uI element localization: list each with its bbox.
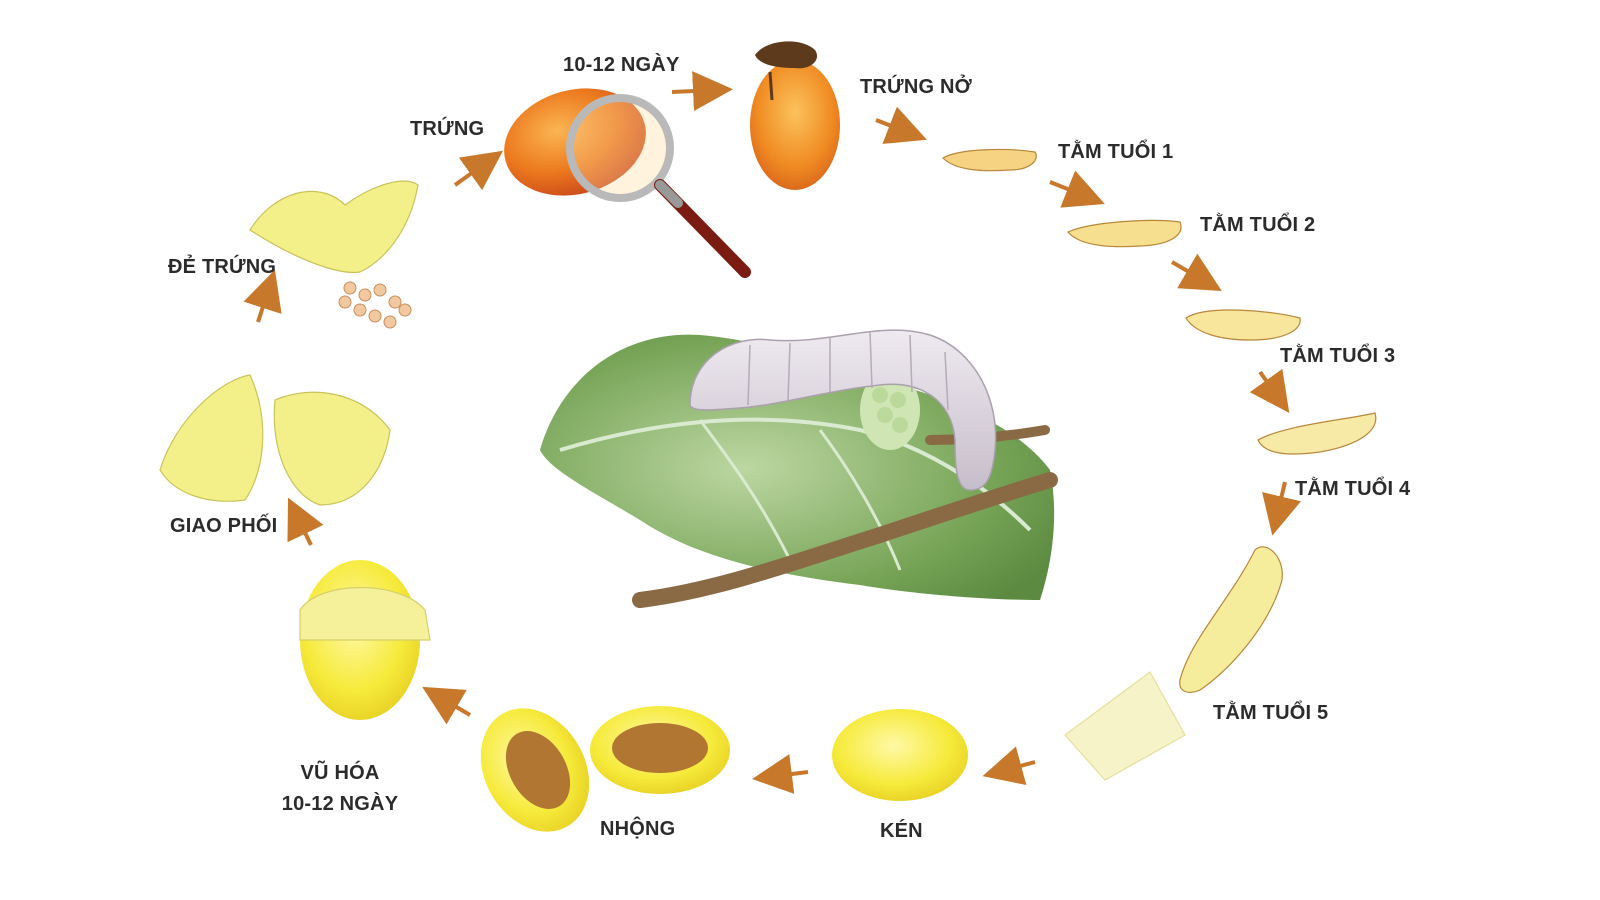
moth-icon-emerging bbox=[299, 560, 431, 720]
label-emergence-line-2: 10-12 NGÀY bbox=[281, 793, 399, 815]
moth-icon-mating bbox=[159, 374, 391, 506]
larva-icon-stage-2 bbox=[1067, 219, 1182, 248]
magnifying-glass-icon bbox=[566, 94, 751, 278]
label-cocoon: KÉN bbox=[880, 820, 923, 842]
label-instar-5: TẰM TUỔI 5 bbox=[1213, 702, 1329, 724]
label-instar-4: TẰM TUỔI 4 bbox=[1295, 478, 1411, 500]
label-egg: TRỨNG bbox=[410, 118, 485, 140]
label-hatching: TRỨNG NỞ bbox=[860, 76, 972, 98]
pupa-icon bbox=[480, 706, 730, 832]
mulberry-leaf-icon bbox=[540, 334, 1058, 608]
egg-icon bbox=[504, 88, 646, 196]
label-emergence: VŨ HÓA 10-12 NGÀY bbox=[270, 762, 410, 816]
cycle-arrows bbox=[243, 71, 1301, 794]
larva-icon-stage-1 bbox=[942, 148, 1037, 172]
silkworm-icon bbox=[689, 329, 997, 491]
silk-web-icon bbox=[1064, 671, 1186, 781]
hatching-egg-icon bbox=[750, 41, 840, 190]
moth-icon-laying bbox=[249, 180, 419, 329]
label-emergence-line-1: VŨ HÓA bbox=[300, 762, 380, 784]
label-incubation-days: 10-12 NGÀY bbox=[563, 54, 680, 76]
larva-icon-stage-4 bbox=[1257, 412, 1377, 455]
larva-icon-stage-3 bbox=[1185, 309, 1301, 341]
larva-icon-stage-5 bbox=[1179, 546, 1283, 693]
label-instar-2: TẰM TUỔI 2 bbox=[1200, 214, 1316, 236]
label-instar-1: TẰM TUỔI 1 bbox=[1058, 141, 1174, 163]
label-instar-3: TẰM TUỔI 3 bbox=[1280, 345, 1396, 367]
cocoon-icon bbox=[832, 709, 968, 801]
label-laying-eggs: ĐẺ TRỨNG bbox=[168, 256, 277, 278]
label-mating: GIAO PHỐI bbox=[170, 515, 278, 537]
label-pupa: NHỘNG bbox=[600, 818, 676, 840]
